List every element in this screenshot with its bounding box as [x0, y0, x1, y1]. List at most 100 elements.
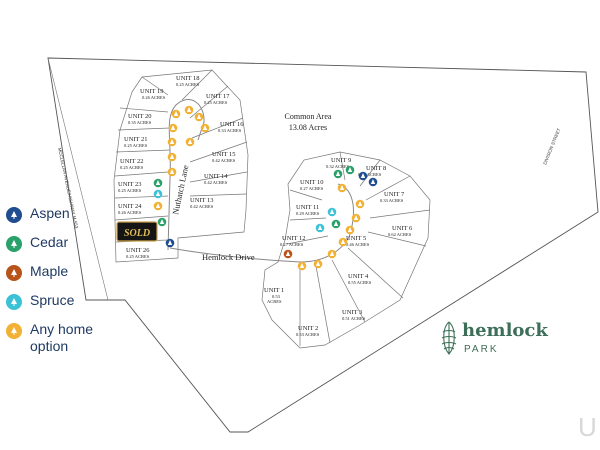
- hemlock-drive-road: [169, 183, 354, 263]
- west-lot-block: [113, 69, 249, 263]
- unit-11-name: UNIT 11: [296, 204, 319, 211]
- unit-8-name: UNIT 8: [366, 165, 386, 172]
- unit-19-name: UNIT 19: [140, 88, 164, 95]
- unit-labels: UNIT 1 0.53 ACRES UNIT 2 0.53 ACRES UNIT…: [118, 75, 413, 337]
- unit-9-name: UNIT 9: [331, 157, 351, 164]
- unit-26-acres: 0.25 ACRES: [126, 254, 150, 259]
- legend-label: Cedar: [30, 234, 69, 250]
- legend: Aspen Cedar Maple Spruce Any home option: [6, 205, 116, 366]
- common-area-name: Common Area: [285, 112, 332, 121]
- unit-1-acres-label: ACRES: [267, 299, 282, 304]
- lot-marker-cedar[interactable]: [157, 217, 167, 227]
- sold-label: SOLD: [124, 228, 150, 239]
- legend-item-spruce: Spruce: [6, 292, 116, 310]
- hemlock-drive-label: Hemlock Drive: [202, 252, 255, 262]
- lot-marker-maple[interactable]: [283, 249, 293, 259]
- lot-marker-any[interactable]: [185, 137, 195, 147]
- unit-4-name: UNIT 4: [348, 273, 369, 280]
- highway-line: [47, 57, 109, 301]
- lot-markers: [153, 105, 378, 271]
- unit-20-name: UNIT 20: [128, 113, 152, 120]
- unit-17-name: UNIT 17: [206, 93, 230, 100]
- unit-16-name: UNIT 16: [220, 121, 244, 128]
- unit-14-name: UNIT 14: [204, 173, 228, 180]
- sold-badge: SOLD: [116, 221, 158, 242]
- lot-marker-cedar[interactable]: [331, 219, 341, 229]
- unit-14-acres: 0.42 ACRES: [204, 180, 228, 185]
- lot-marker-any[interactable]: [313, 259, 323, 269]
- unit-13-acres: 0.42 ACRES: [190, 204, 214, 209]
- unit-22-acres: 0.25 ACRES: [120, 165, 144, 170]
- unit-1-acres: 0.53: [272, 294, 281, 299]
- legend-label: Spruce: [30, 292, 75, 308]
- lot-marker-aspen[interactable]: [358, 171, 368, 181]
- unit-10-name: UNIT 10: [300, 179, 324, 186]
- lot-marker-any[interactable]: [327, 249, 337, 259]
- lot-marker-cedar[interactable]: [333, 169, 343, 179]
- lot-marker-any[interactable]: [355, 199, 365, 209]
- unit-13-name: UNIT 13: [190, 197, 214, 204]
- lot-marker-any[interactable]: [194, 112, 204, 122]
- unit-24-name: UNIT 24: [118, 203, 142, 210]
- unit-5-acres: 0.46 ACRES: [346, 242, 370, 247]
- unit-3-name: UNIT 3: [342, 309, 362, 316]
- unit-19-acres: 0.26 ACRES: [142, 95, 166, 100]
- unit-21-name: UNIT 21: [124, 136, 148, 143]
- common-area-size: 13.08 Acres: [289, 123, 327, 132]
- legend-item-aspen: Aspen: [6, 205, 116, 223]
- lot-marker-aspen[interactable]: [368, 177, 378, 187]
- lot-marker-spruce[interactable]: [315, 223, 325, 233]
- unit-17-acres: 0.25 ACRES: [204, 100, 228, 105]
- unit-5-name: UNIT 5: [346, 235, 366, 242]
- lot-marker-any[interactable]: [167, 167, 177, 177]
- legend-item-any: Any home option: [6, 321, 116, 355]
- division-street-label: DIVISION STREET: [542, 127, 561, 165]
- parcel-boundary: [47, 57, 599, 433]
- lot-marker-spruce[interactable]: [327, 207, 337, 217]
- lot-marker-any[interactable]: [184, 105, 194, 115]
- unit-10-acres: 0.27 ACRES: [300, 186, 324, 191]
- lot-marker-any[interactable]: [167, 137, 177, 147]
- unit-7-acres: 0.33 ACRES: [380, 198, 404, 203]
- tree-icon: [6, 236, 22, 252]
- lot-marker-cedar[interactable]: [153, 178, 163, 188]
- unit-11-acres: 0.29 ACRES: [296, 211, 320, 216]
- lot-marker-any[interactable]: [168, 123, 178, 133]
- pinecone-icon: [441, 321, 457, 355]
- lot-marker-any[interactable]: [171, 109, 181, 119]
- lot-marker-spruce[interactable]: [153, 189, 163, 199]
- lot-marker-any[interactable]: [200, 123, 210, 133]
- unit-23-acres: 0.25 ACRES: [118, 188, 142, 193]
- unit-3-acres: 0.51 ACRES: [342, 316, 366, 321]
- lot-marker-any[interactable]: [338, 237, 348, 247]
- lot-marker-aspen[interactable]: [165, 238, 175, 248]
- legend-label: Aspen: [30, 205, 70, 221]
- unit-20-acres: 0.35 ACRES: [128, 120, 152, 125]
- unit-12-acres: 0.27 ACRES: [280, 242, 304, 247]
- unit-1-name: UNIT 1: [264, 287, 284, 294]
- lot-marker-any[interactable]: [345, 225, 355, 235]
- legend-label: Any home option: [30, 321, 94, 354]
- lot-marker-any[interactable]: [351, 213, 361, 223]
- lot-marker-any[interactable]: [153, 201, 163, 211]
- unit-15-name: UNIT 15: [212, 151, 236, 158]
- tree-icon: [6, 294, 22, 310]
- lot-marker-any[interactable]: [297, 261, 307, 271]
- lot-marker-any[interactable]: [167, 152, 177, 162]
- east-lot-block: [261, 151, 431, 349]
- tree-icon: [6, 265, 22, 281]
- unit-6-name: UNIT 6: [392, 225, 413, 232]
- watermark: U: [578, 412, 597, 442]
- unit-9-acres: 0.32 ACRES: [326, 164, 350, 169]
- brand-subtitle: PARK: [464, 344, 499, 355]
- lot-marker-any[interactable]: [337, 183, 347, 193]
- unit-26-name: UNIT 26: [126, 247, 150, 254]
- hemlock-park-logo: hemlock PARK: [438, 318, 548, 362]
- legend-label: Maple: [30, 263, 69, 279]
- unit-8-acres: 0.28 ACRES: [358, 172, 382, 177]
- tree-icon: [6, 207, 22, 223]
- unit-23-name: UNIT 23: [118, 181, 142, 188]
- unit-15-acres: 0.42 ACRES: [212, 158, 236, 163]
- unit-6-acres: 0.62 ACRES: [388, 232, 412, 237]
- lot-marker-cedar[interactable]: [345, 165, 355, 175]
